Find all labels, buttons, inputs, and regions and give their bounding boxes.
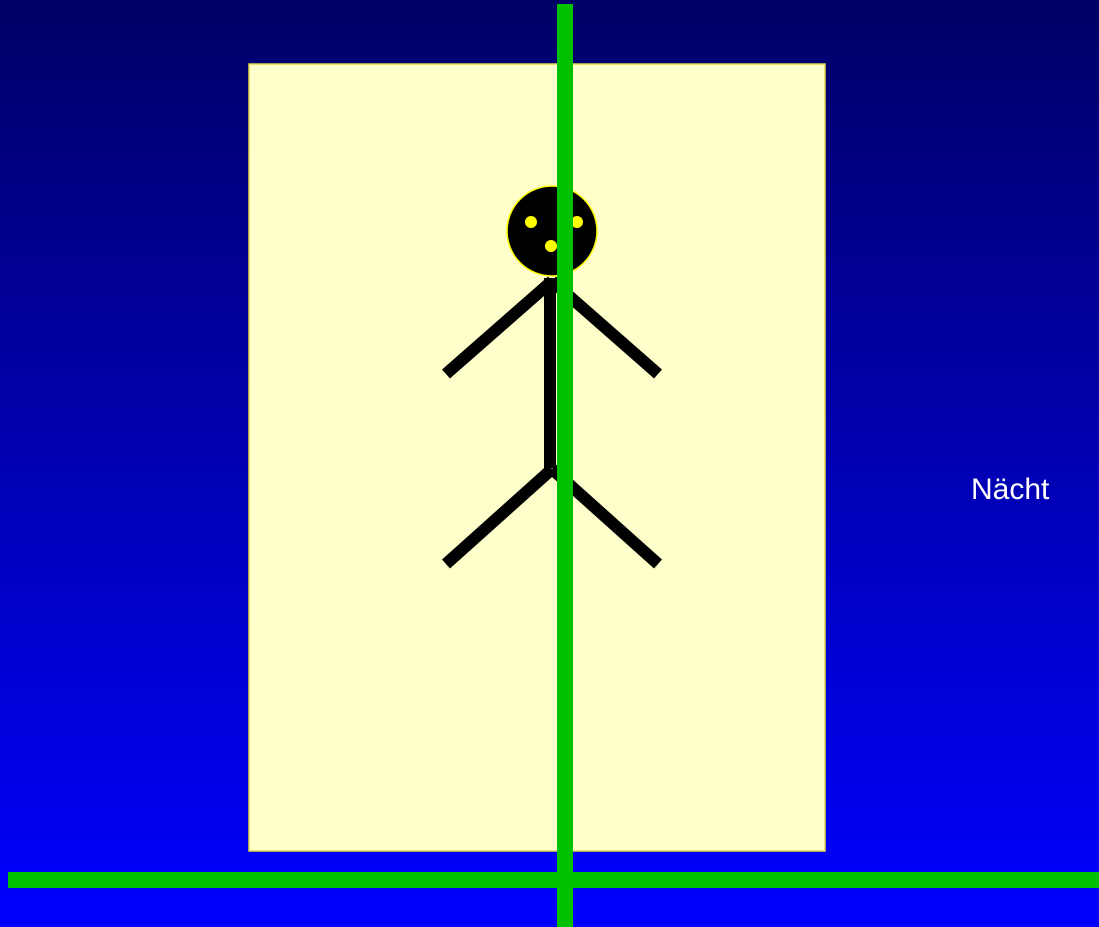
rectangle-panel (249, 64, 825, 851)
figure-head (507, 186, 597, 276)
figure-left-eye (525, 216, 537, 228)
figure-nose (545, 240, 557, 252)
side-label: Nächt (971, 470, 1049, 510)
